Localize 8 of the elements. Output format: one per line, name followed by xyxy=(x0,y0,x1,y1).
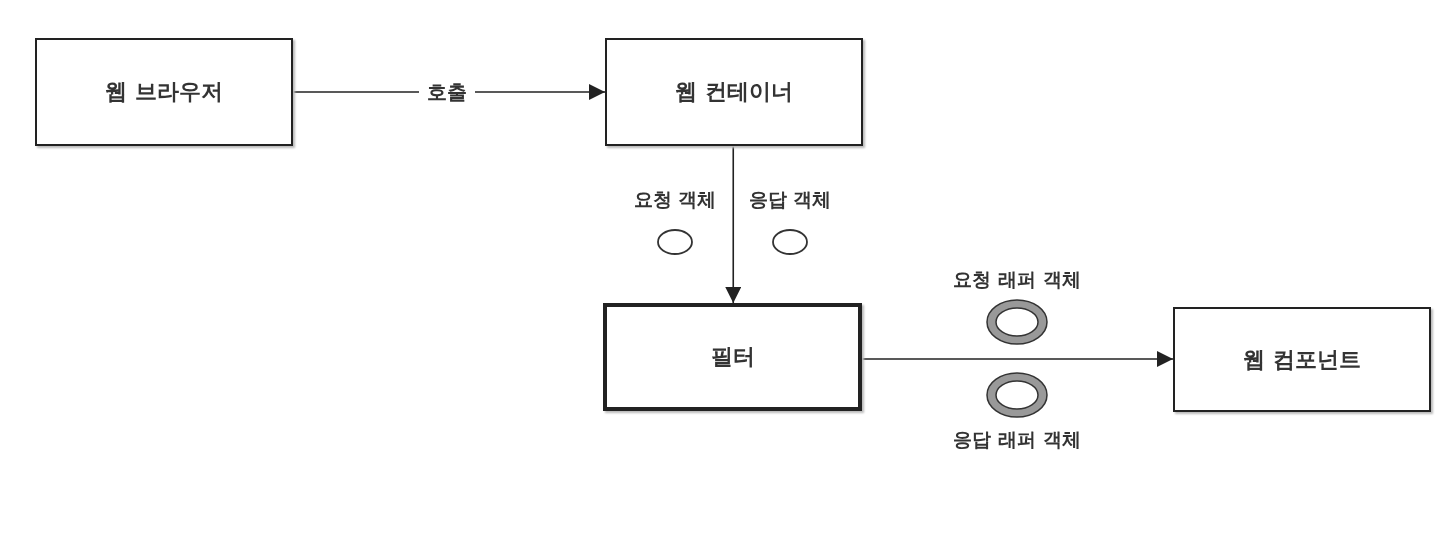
process-box: 웹 컨테이너 xyxy=(605,38,863,146)
filter-box: 필터 xyxy=(603,303,862,411)
arrow xyxy=(861,351,1174,367)
object-label: 응답 래퍼 객체 xyxy=(952,427,1082,452)
arrow xyxy=(725,145,742,304)
object-label: 요청 래퍼 객체 xyxy=(952,267,1082,292)
process-box: 웹 브라우저 xyxy=(35,38,293,146)
process-box: 웹 컴포넌트 xyxy=(1173,307,1431,412)
